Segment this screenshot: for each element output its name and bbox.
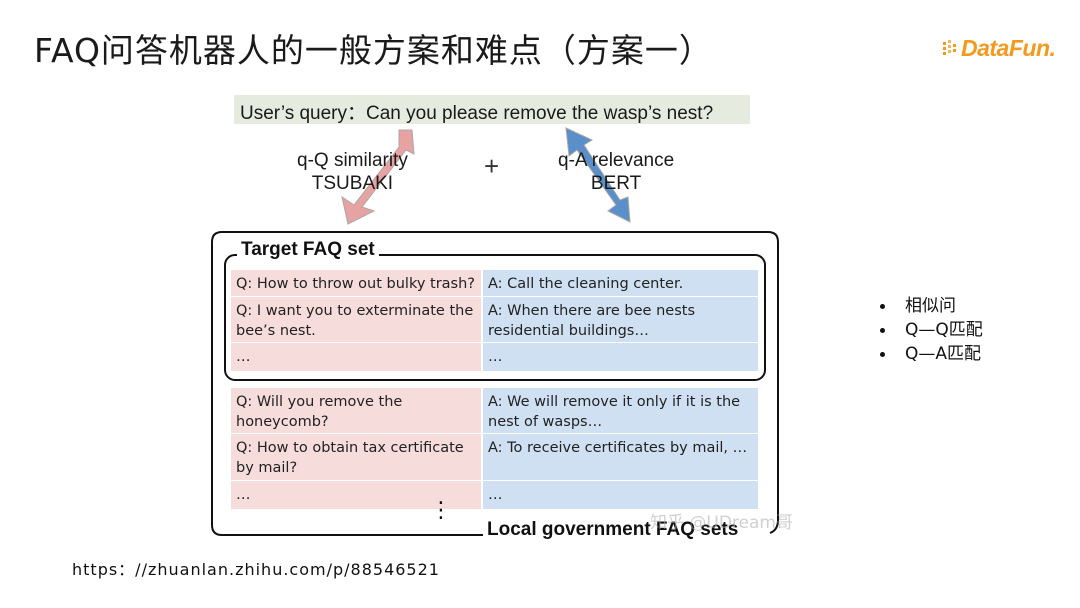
local-a-cell: … (483, 481, 758, 509)
bullet-list: 相似问 Q—Q匹配 Q—A匹配 (880, 294, 983, 366)
target-a-cell: A: Call the cleaning center. (483, 270, 758, 296)
local-faq-outer-frame (211, 231, 779, 536)
local-q-cell: Q: How to obtain tax certificate by mail… (231, 434, 481, 480)
bullet-item: Q—Q匹配 (880, 318, 983, 342)
qa-relevance-label: q-A relevance BERT (558, 149, 674, 195)
target-a-cell: A: When there are bee nests residential … (483, 297, 758, 342)
local-q-cell: Q: Will you remove the honeycomb? (231, 388, 481, 433)
qa-relevance-line1: q-A relevance (558, 150, 675, 171)
logo-mark-icon (943, 40, 956, 55)
qq-similarity-line1: q-Q similarity (297, 150, 408, 171)
target-q-cell: Q: I want you to exterminate the bee’s n… (231, 297, 481, 342)
query-bar (234, 95, 750, 124)
more-sets-dots: ⋮ (430, 498, 452, 523)
bullet-item: 相似问 (880, 294, 983, 318)
logo-text: DataFun. (961, 34, 1056, 61)
plus-sign: + (484, 151, 500, 181)
bullet-text: 相似问 (905, 296, 956, 316)
bullet-dot-icon (880, 327, 885, 333)
datafun-logo: DataFun. (943, 34, 1056, 62)
bullet-item: Q—A匹配 (880, 342, 983, 366)
target-faq-set-title: Target FAQ set (237, 239, 379, 261)
left-double-arrow (341, 129, 415, 225)
qq-similarity-line2: TSUBAKI (311, 173, 394, 194)
target-a-cell: … (483, 343, 758, 371)
local-q-cell: … (231, 481, 481, 509)
target-q-cell: Q: How to throw out bulky trash? (231, 270, 481, 296)
bullet-dot-icon (880, 303, 885, 309)
local-a-cell: A: We will remove it only if it is the n… (483, 388, 758, 433)
source-url: https：//zhuanlan.zhihu.com/p/88546521 (72, 560, 440, 579)
local-a-cell: A: To receive certificates by mail, … (483, 434, 758, 480)
slide-title: FAQ问答机器人的一般方案和难点（方案一） (34, 31, 713, 70)
right-double-arrow (565, 127, 631, 223)
bullet-text: Q—A匹配 (905, 344, 982, 364)
zhihu-watermark: 知乎 @UDream哥 (650, 513, 793, 533)
qa-relevance-line2: BERT (590, 173, 642, 194)
target-q-cell: … (231, 343, 481, 371)
local-faq-sets-title: Local government FAQ sets (483, 519, 743, 541)
bullet-text: Q—Q匹配 (905, 320, 983, 340)
user-query-text: User’s query：Can you please remove the w… (240, 103, 714, 124)
bullet-dot-icon (880, 351, 885, 357)
qq-similarity-label: q-Q similarity TSUBAKI (297, 149, 408, 195)
target-faq-frame (224, 254, 766, 381)
